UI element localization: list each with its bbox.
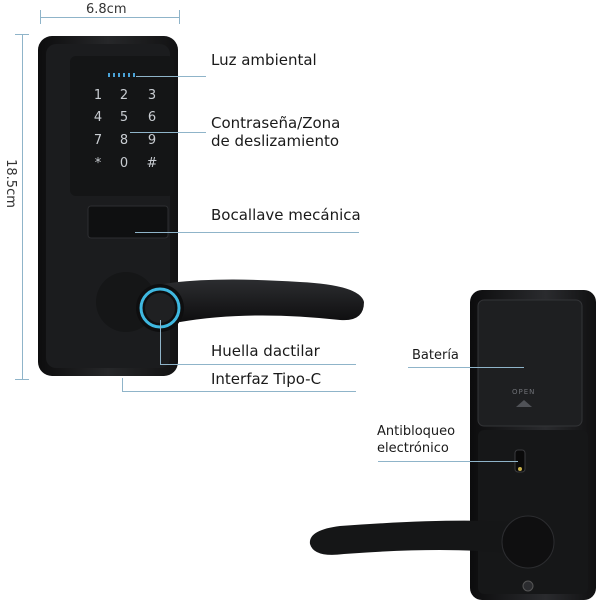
keypad-key[interactable]: 9 xyxy=(147,133,157,148)
width-tick-right xyxy=(179,10,180,24)
keyhole-cover xyxy=(87,205,169,239)
anti-lock-label-line1: Antibloqueo xyxy=(377,424,456,439)
ambient-light-callout-line xyxy=(136,76,206,77)
height-dimension-line xyxy=(22,34,23,380)
type-c-callout-line xyxy=(122,391,356,392)
keypad-key[interactable]: 1 xyxy=(93,88,103,103)
keypad-key[interactable]: 2 xyxy=(119,88,129,103)
password-label-line2: de deslizamiento xyxy=(211,132,340,150)
password-label-line1: Contraseña/Zona xyxy=(211,114,341,132)
open-label: OPEN xyxy=(512,388,536,396)
width-tick-left xyxy=(40,10,41,24)
keypad-key[interactable]: 0 xyxy=(119,156,129,171)
keyhole-callout-line xyxy=(135,232,359,233)
fingerprint-callout-vline xyxy=(160,320,161,364)
width-label: 6.8cm xyxy=(86,2,127,17)
type-c-label: Interfaz Tipo-C xyxy=(211,370,322,388)
front-lock-illustration xyxy=(38,36,364,376)
password-callout-line xyxy=(130,132,206,133)
width-dimension: 6.8cm xyxy=(40,2,180,24)
fingerprint-callout-line xyxy=(160,364,356,365)
battery-callout-line xyxy=(408,367,524,368)
keypad-key[interactable]: * xyxy=(94,156,102,171)
front-handle xyxy=(130,279,364,322)
keypad-key[interactable]: 8 xyxy=(119,133,129,148)
width-dimension-line xyxy=(40,17,180,18)
mechanical-keyhole-label: Bocallave mecánica xyxy=(211,206,361,224)
anti-lock-label-line2: electrónico xyxy=(377,441,449,456)
keypad-key[interactable]: 5 xyxy=(119,110,129,125)
keypad-key[interactable]: 3 xyxy=(147,88,157,103)
keypad-key[interactable]: # xyxy=(146,156,158,171)
height-label: 18.5cm xyxy=(2,159,18,208)
ambient-light-dots xyxy=(108,73,138,77)
height-tick-top xyxy=(15,34,29,35)
ambient-light-label: Luz ambiental xyxy=(211,51,317,69)
open-arrow-icon xyxy=(516,400,532,407)
back-handle xyxy=(309,520,514,555)
keypad-key[interactable]: 4 xyxy=(93,110,103,125)
battery-cover xyxy=(477,299,583,427)
back-rosette xyxy=(501,515,555,569)
battery-label: Batería xyxy=(412,348,459,363)
fingerprint-label: Huella dactilar xyxy=(211,342,320,360)
keypad-key[interactable]: 6 xyxy=(147,110,157,125)
height-tick-bottom xyxy=(15,379,29,380)
back-lock-illustration xyxy=(309,290,596,600)
height-dimension xyxy=(12,34,32,380)
type-c-callout-vline xyxy=(122,378,123,392)
keypad-key[interactable]: 7 xyxy=(93,133,103,148)
anti-lock-callout-line xyxy=(378,461,518,462)
